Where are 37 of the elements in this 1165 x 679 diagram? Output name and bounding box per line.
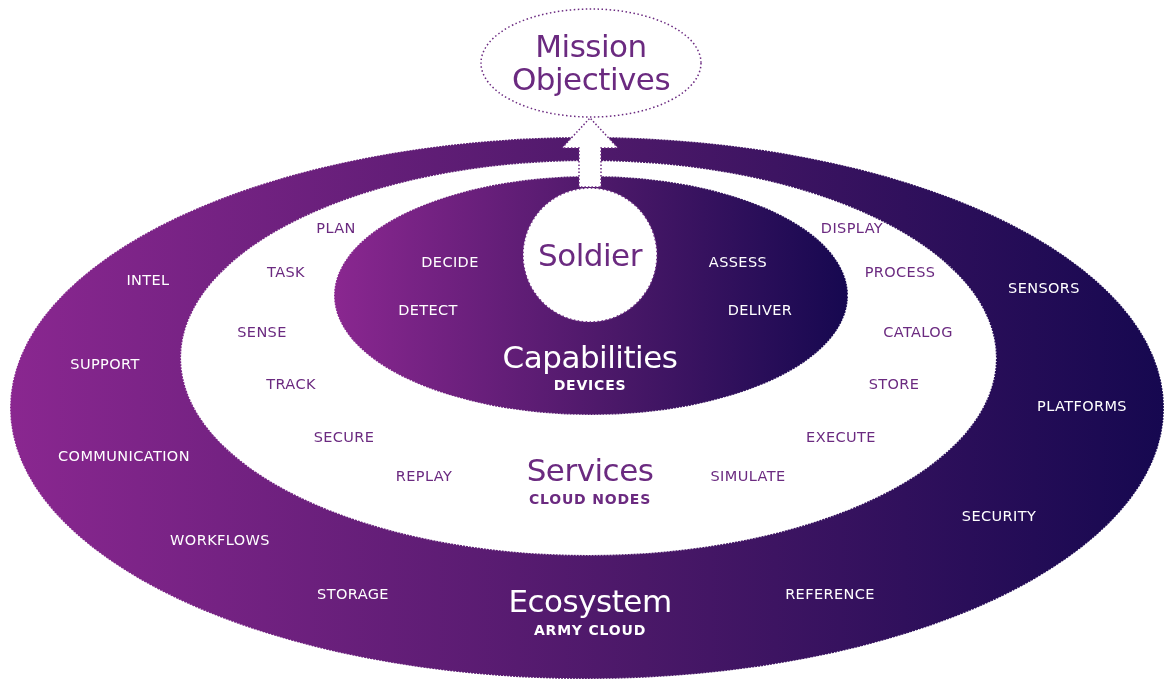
ring-label: TRACK	[266, 376, 316, 392]
ring-label: DETECT	[398, 302, 458, 318]
ring-label: COMMUNICATION	[58, 448, 190, 464]
node-title: Capabilities	[502, 340, 678, 374]
ring-label: SECURITY	[961, 508, 1037, 524]
node-subtitle: CLOUD NODES	[528, 491, 652, 507]
ring-label: CATALOG	[883, 324, 953, 340]
ring-label: REFERENCE	[785, 586, 875, 602]
ring-label: DECIDE	[421, 254, 479, 270]
ring-label: ASSESS	[708, 254, 768, 270]
ring-label: STORAGE	[317, 586, 389, 602]
ecosystem-ring	[9, 136, 1165, 679]
node-subtitle: DEVICES	[553, 377, 627, 393]
ring-label: SUPPORT	[70, 356, 140, 372]
arrow	[560, 116, 620, 188]
ring-label: STORE	[868, 376, 920, 392]
ring-label: WORKFLOWS	[170, 532, 270, 548]
ring-label: INTEL	[126, 272, 170, 288]
soldier-circle	[522, 187, 658, 323]
node-title: Ecosystem	[508, 584, 672, 618]
ring-label: SECURE	[313, 429, 375, 445]
ring-label: DELIVER	[727, 302, 793, 318]
ring-label: PROCESS	[864, 264, 936, 280]
ring-label: EXECUTE	[806, 429, 876, 445]
node-title: Soldier	[538, 238, 642, 272]
ring-label: REPLAY	[395, 468, 453, 484]
ring-label: PLAN	[316, 220, 356, 236]
node-subtitle: ARMY CLOUD	[533, 622, 647, 638]
ring-label: TASK	[267, 264, 305, 280]
ring-label: SENSE	[237, 324, 287, 340]
ring-label: SENSORS	[1008, 280, 1080, 296]
ring-label: SIMULATE	[710, 468, 786, 484]
ring-label: PLATFORMS	[1037, 398, 1127, 414]
ring-label: DISPLAY	[820, 220, 884, 236]
objective-ellipse	[480, 8, 702, 118]
node-title: Mission Objectives	[510, 30, 672, 96]
node-title: Services	[526, 453, 654, 487]
